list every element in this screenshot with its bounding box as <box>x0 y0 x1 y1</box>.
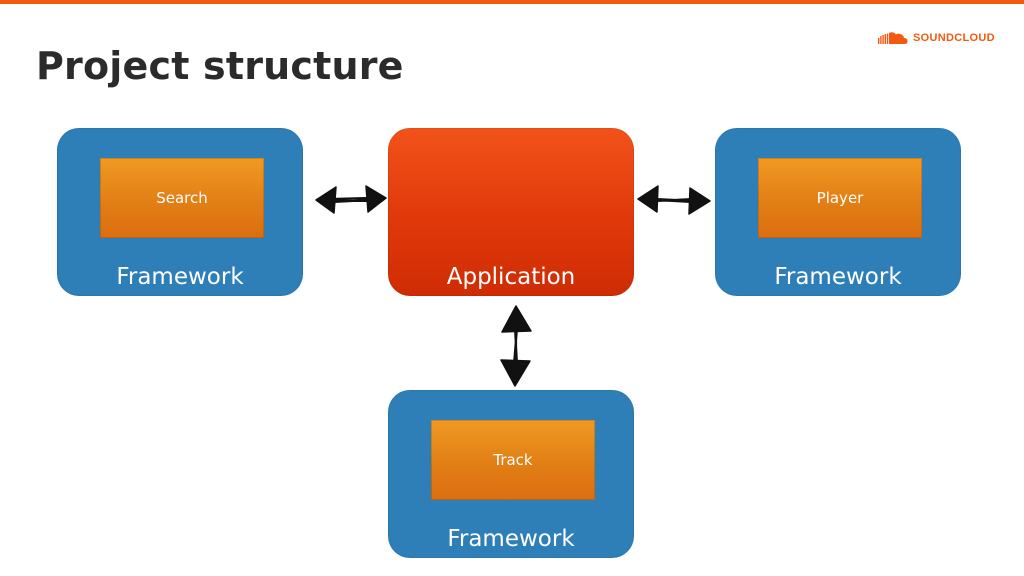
soundcloud-wordmark: SOUNDCLOUD <box>913 32 995 44</box>
framework-player-box: Player Framework <box>715 128 961 296</box>
soundcloud-logo: SOUNDCLOUD <box>878 28 995 48</box>
module-track: Track <box>431 420 595 500</box>
double-arrow-search-application <box>315 185 387 214</box>
double-arrow-application-player <box>637 185 711 215</box>
soundcloud-cloud-icon <box>878 32 908 44</box>
module-track-label: Track <box>493 451 533 469</box>
module-player-label: Player <box>816 189 864 207</box>
framework-search-label: Framework <box>116 264 244 290</box>
framework-track-label: Framework <box>447 526 575 552</box>
double-arrow-application-track <box>500 305 532 387</box>
framework-search-box: Search Framework <box>57 128 303 296</box>
framework-player-label: Framework <box>774 264 902 290</box>
slide-title: Project structure <box>36 44 404 88</box>
module-search: Search <box>100 158 264 238</box>
framework-track-box: Track Framework <box>388 390 634 558</box>
module-search-label: Search <box>156 189 208 207</box>
top-accent-bar <box>0 0 1024 4</box>
application-label: Application <box>446 264 576 290</box>
application-box: Application <box>388 128 634 296</box>
module-player: Player <box>758 158 922 238</box>
